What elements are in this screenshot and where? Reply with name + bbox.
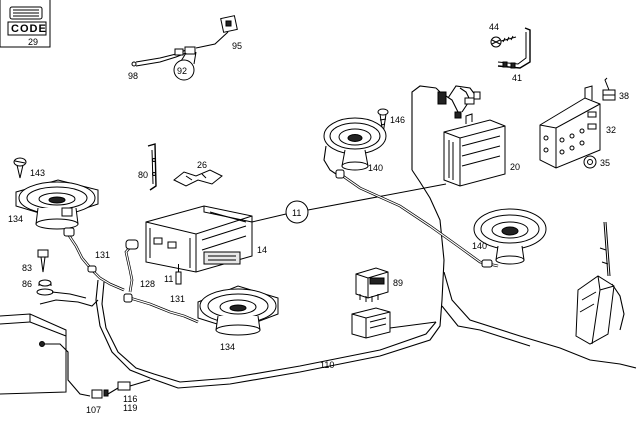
part-label-143: 143 <box>30 168 45 178</box>
relay-connector-part <box>351 307 391 339</box>
speaker-140-top-part: 140 <box>323 117 387 173</box>
speaker-140-right-part: 140 <box>472 208 547 265</box>
speaker-134-bottom-part: 134 <box>197 285 279 352</box>
fuse-11-part: 11 <box>164 264 182 285</box>
main-wiring-harness-110 <box>39 145 637 399</box>
spring-clip-26-part: 26 <box>173 160 223 187</box>
mounting-frame-32-part: 32 <box>539 85 616 169</box>
radio-unit-14-part: 14 <box>145 205 267 273</box>
code-text: CODE <box>11 23 47 35</box>
part-label-44: 44 <box>489 22 499 32</box>
code-card-part: CODE 29 <box>0 0 51 48</box>
part-label-131-lower: 131 <box>170 294 185 304</box>
part-label-11-fuse: 11 <box>164 274 173 284</box>
antenna-relay-harness-part: 92 95 98 <box>128 15 242 81</box>
part-label-146: 146 <box>390 115 405 125</box>
part-label-11-circled: 11 <box>292 208 301 218</box>
part-label-128: 128 <box>140 279 155 289</box>
part-label-41: 41 <box>512 73 522 83</box>
part-label-20: 20 <box>510 162 520 172</box>
part-label-26: 26 <box>197 160 207 170</box>
battery-box-part <box>0 313 67 395</box>
part-label-134-bottom: 134 <box>220 342 235 352</box>
part-label-98: 98 <box>128 71 138 81</box>
screw-146-part: 146 <box>377 108 405 135</box>
part-label-95: 95 <box>232 41 242 51</box>
part-label-89: 89 <box>393 278 403 288</box>
bracket-41-part: 41 <box>497 27 531 83</box>
part-label-38: 38 <box>619 91 629 101</box>
part-label-140-right: 140 <box>472 241 487 251</box>
part-label-116: 116 <box>123 394 137 404</box>
nut-35-part: 35 <box>583 155 610 169</box>
screw-44-part: 44 <box>489 22 517 48</box>
part-label-92: 92 <box>177 66 187 76</box>
part-label-14: 14 <box>257 245 267 255</box>
part-label-86: 86 <box>22 279 32 289</box>
part-label-107: 107 <box>86 405 101 415</box>
screw-143-part: 143 <box>13 157 45 179</box>
part-label-119: 119 <box>123 403 137 413</box>
amplifier-20-part: 20 <box>411 85 520 187</box>
part-label-35: 35 <box>600 158 610 168</box>
bracket-80-part: 80 <box>138 143 157 191</box>
screw-83-part: 83 <box>22 249 49 273</box>
power-antenna-part <box>575 221 625 345</box>
part-label-110: 110 <box>320 360 334 370</box>
part-label-29: 29 <box>28 37 38 47</box>
part-label-134-left: 134 <box>8 214 23 224</box>
bolt-38-part: 38 <box>602 77 629 101</box>
part-label-83: 83 <box>22 263 32 273</box>
part-label-32: 32 <box>606 125 616 135</box>
part-label-131-upper: 131 <box>95 250 110 260</box>
part-label-140-top: 140 <box>368 163 383 173</box>
relay-89-part: 89 <box>355 267 403 302</box>
part-label-80: 80 <box>138 170 148 180</box>
speaker-134-left-part: 134 <box>8 179 99 230</box>
antenna-cable-128-part: 128 <box>124 239 155 293</box>
nut-86-part: 86 <box>22 279 54 296</box>
